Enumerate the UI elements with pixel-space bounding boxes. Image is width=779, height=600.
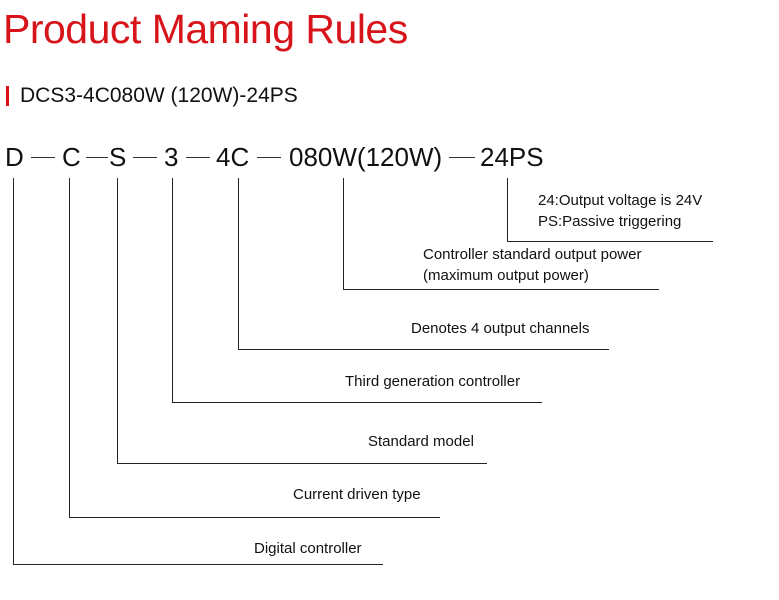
bracket-channels-vertical	[238, 178, 239, 349]
desc-generation: Third generation controller	[345, 373, 521, 390]
desc-output-voltage: 24:Output voltage is 24V	[538, 192, 703, 209]
code-dash	[86, 157, 108, 158]
model-number-subtitle: DCS3-4C080W (120W)-24PS	[20, 84, 298, 107]
bracket-24ps-vertical	[507, 178, 508, 241]
bracket-generation-vertical	[172, 178, 173, 402]
code-part-24ps: 24PS	[480, 142, 544, 172]
code-dash	[133, 157, 157, 158]
code-dash	[31, 157, 55, 158]
bracket-24ps-horizontal	[507, 241, 713, 242]
bracket-model-horizontal	[117, 463, 487, 464]
desc-triggering: PS:Passive triggering	[538, 213, 682, 230]
desc-model: Standard model	[368, 433, 474, 450]
bracket-power-vertical	[343, 178, 344, 289]
code-part-power: 080W(120W)	[289, 142, 443, 172]
code-dash	[186, 157, 210, 158]
desc-digital: Digital controller	[254, 540, 362, 557]
desc-channels: Denotes 4 output channels	[411, 320, 590, 337]
code-part-c: C	[62, 142, 81, 172]
bracket-digital-vertical	[13, 178, 14, 564]
code-part-4c: 4C	[216, 142, 250, 172]
bracket-drive-vertical	[69, 178, 70, 517]
bracket-power-horizontal	[343, 289, 659, 290]
bracket-channels-horizontal	[238, 349, 609, 350]
bracket-generation-horizontal	[172, 402, 542, 403]
code-part-3: 3	[164, 142, 179, 172]
code-dash	[449, 157, 475, 158]
code-part-d: D	[5, 142, 24, 172]
desc-output-power: Controller standard output power	[423, 246, 642, 263]
desc-max-output-power: (maximum output power)	[423, 267, 589, 284]
bracket-digital-horizontal	[13, 564, 383, 565]
subtitle-accent-bar	[6, 86, 9, 106]
bracket-drive-horizontal	[69, 517, 440, 518]
bracket-model-vertical	[117, 178, 118, 463]
page-title: Product Maming Rules	[3, 6, 408, 52]
code-part-s: S	[109, 142, 127, 172]
desc-drive-type: Current driven type	[293, 486, 421, 503]
code-dash	[257, 157, 281, 158]
